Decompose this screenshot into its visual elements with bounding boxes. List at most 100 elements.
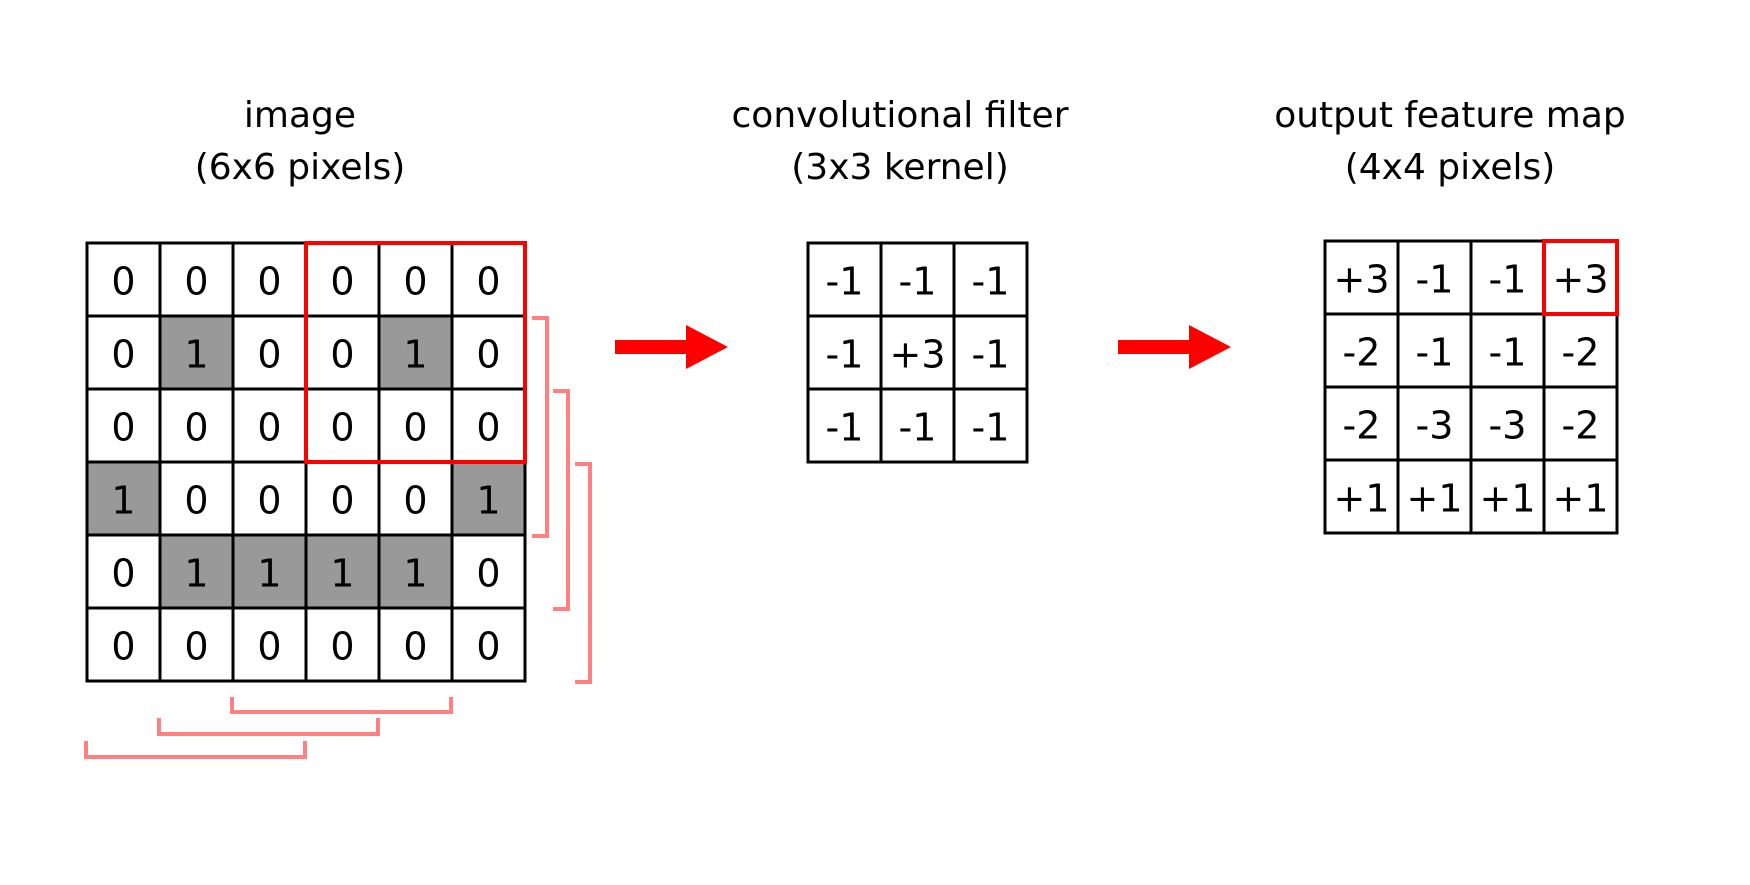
image-cell	[450, 533, 527, 610]
output-cell-highlight	[1542, 239, 1619, 316]
output-cell-value: -1	[1489, 331, 1527, 375]
image-cell-value: 0	[111, 406, 135, 450]
image-cell-value: 0	[184, 406, 208, 450]
image-cell	[231, 314, 308, 391]
filter-cell-value: -1	[826, 406, 864, 450]
image-cell-value: 0	[330, 625, 354, 669]
image-cell-value: 0	[403, 260, 427, 304]
image-cell-value: 0	[257, 333, 281, 377]
filter-cell-value: -1	[826, 333, 864, 377]
image-cell-value: 1	[403, 552, 427, 596]
stride-bracket-v2	[553, 389, 570, 611]
filter-cell	[952, 387, 1029, 464]
filter-cell-value: -1	[972, 333, 1010, 377]
output-cell-value: -2	[1562, 331, 1600, 375]
output-cell	[1469, 458, 1546, 535]
output-cell-value: -1	[1489, 258, 1527, 302]
output-title-line2: (4x4 pixels)	[1344, 147, 1556, 188]
image-cell	[377, 387, 454, 464]
output-cell-value: -3	[1489, 404, 1527, 448]
image-cell	[304, 533, 381, 610]
filter-cell	[952, 241, 1029, 318]
image-cell-value: 0	[257, 625, 281, 669]
image-cell-value: 0	[111, 260, 135, 304]
filter-cell	[952, 314, 1029, 391]
stride-bracket-v1	[532, 316, 549, 538]
image-title-line1: image	[243, 95, 357, 136]
image-cell-value: 0	[257, 260, 281, 304]
output-cell-value: -2	[1343, 331, 1381, 375]
output-cell-value: -2	[1562, 404, 1600, 448]
output-cell	[1323, 239, 1400, 316]
image-cell	[158, 314, 235, 391]
image-cell	[231, 387, 308, 464]
image-cell	[231, 241, 308, 318]
filter-cell-value: -1	[972, 260, 1010, 304]
image-cell-value: 0	[111, 625, 135, 669]
image-cell-value: 0	[184, 479, 208, 523]
arrow-right-icon	[615, 325, 728, 369]
filter-title-line1: convolutional filter	[731, 95, 1069, 136]
image-cell-value: 0	[403, 479, 427, 523]
stride-bracket-h2	[157, 718, 380, 736]
image-cell-value: 0	[184, 625, 208, 669]
filter-cell-value: -1	[972, 406, 1010, 450]
image-cell-value: 1	[257, 552, 281, 596]
image-cell-value: 1	[476, 479, 500, 523]
output-cell-value: -3	[1416, 404, 1454, 448]
output-cell-value: +1	[1479, 477, 1535, 521]
image-cell-value: 1	[184, 552, 208, 596]
output-cell-value: +3	[1552, 258, 1608, 302]
output-cell	[1542, 458, 1619, 535]
image-cell	[377, 533, 454, 610]
stride-bracket-h3	[84, 741, 307, 759]
image-cell-value: 0	[403, 625, 427, 669]
image-title: image (6x6 pixels)	[130, 90, 470, 194]
image-cell-value: 0	[111, 552, 135, 596]
image-cell-value: 0	[111, 333, 135, 377]
output-title-line1: output feature map	[1274, 95, 1626, 136]
image-cell	[377, 241, 454, 318]
image-cell-value: 0	[330, 406, 354, 450]
image-cell-value: 0	[476, 260, 500, 304]
output-cell-value: +1	[1406, 477, 1462, 521]
output-title: output feature map (4x4 pixels)	[1230, 90, 1670, 194]
image-cell-value: 0	[476, 333, 500, 377]
image-cell-value: 0	[330, 479, 354, 523]
image-cell	[85, 460, 162, 537]
filter-cell-value: -1	[826, 260, 864, 304]
filter-grid: -1-1-1-1+3-1-1-1-1	[806, 241, 1029, 464]
image-cell-value: 0	[330, 333, 354, 377]
image-cell-value: 0	[476, 552, 500, 596]
image-cell-value: 0	[184, 260, 208, 304]
image-cell-value: 0	[476, 406, 500, 450]
filter-cell	[806, 241, 883, 318]
stride-bracket-v3	[575, 462, 592, 684]
output-cell-value: -1	[1416, 331, 1454, 375]
output-cell	[1542, 312, 1619, 389]
output-cell-value: +1	[1552, 477, 1608, 521]
filter-cell-value: -1	[899, 406, 937, 450]
image-cell-value: 0	[476, 625, 500, 669]
filter-title-line2: (3x3 kernel)	[791, 147, 1009, 188]
image-cell-value: 0	[257, 406, 281, 450]
output-cell-value: -1	[1416, 258, 1454, 302]
output-cell-value: +1	[1333, 477, 1389, 521]
output-cell-value: +3	[1333, 258, 1389, 302]
image-cell-value: 1	[184, 333, 208, 377]
image-cell	[158, 606, 235, 683]
filter-cell	[879, 314, 956, 391]
image-cell	[158, 387, 235, 464]
image-receptive-field-highlight	[304, 241, 527, 464]
image-cell-value: 0	[403, 406, 427, 450]
filter-cell-value: -1	[899, 260, 937, 304]
image-cell	[85, 606, 162, 683]
stride-bracket-h1	[230, 697, 453, 714]
image-cell-value: 0	[330, 260, 354, 304]
image-cell-value: 1	[403, 333, 427, 377]
image-cell	[450, 606, 527, 683]
output-cell	[1542, 385, 1619, 462]
image-cell-value: 1	[111, 479, 135, 523]
